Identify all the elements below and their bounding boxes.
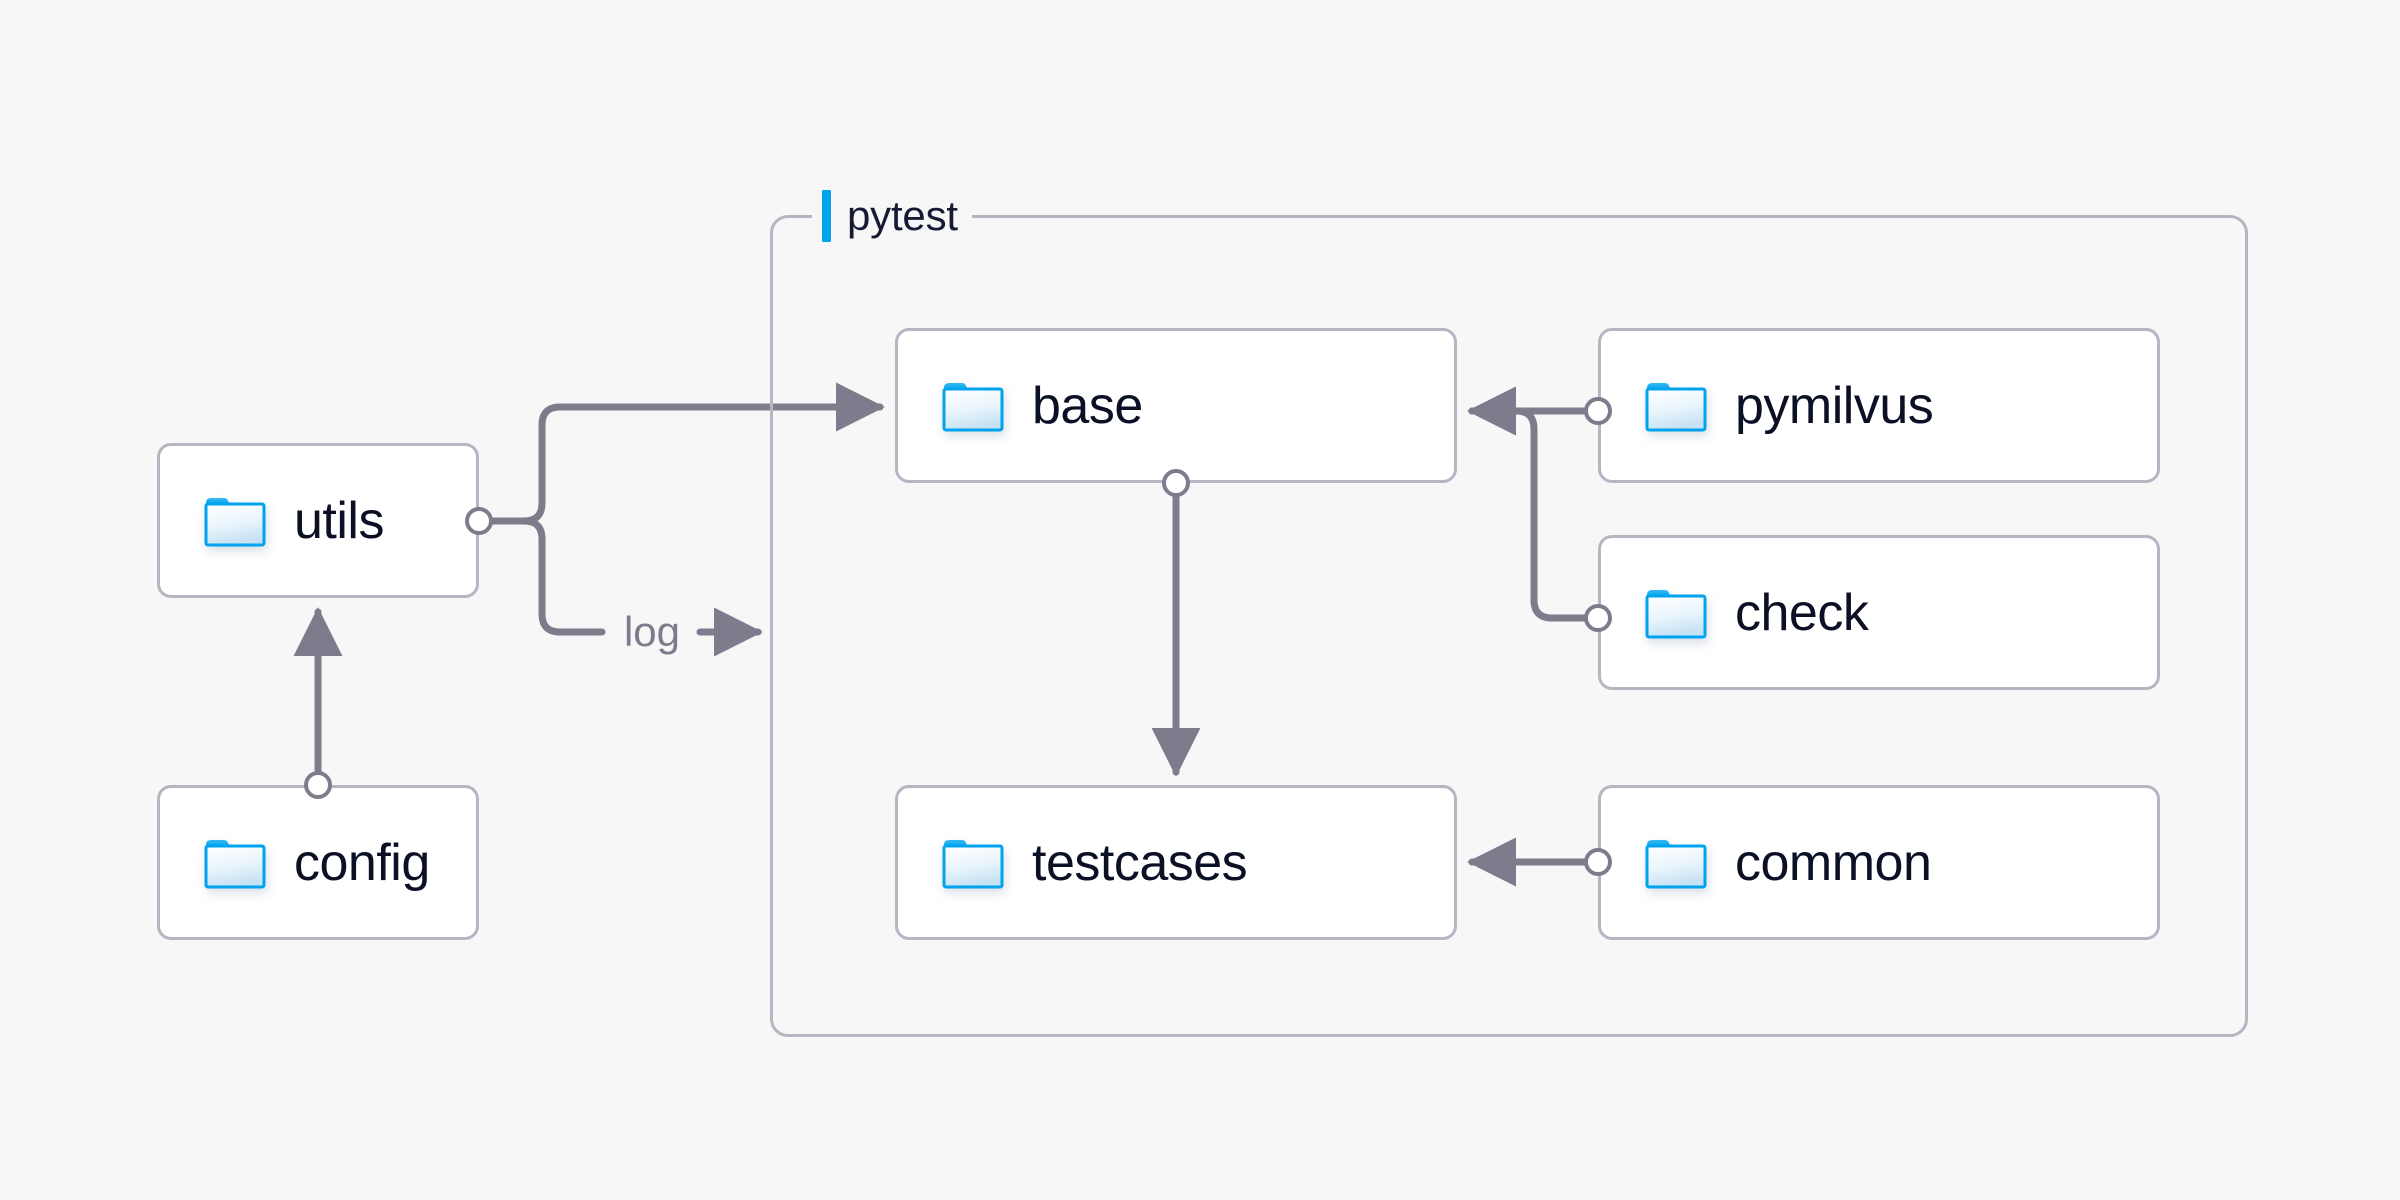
node-config[interactable]: config [157, 785, 479, 940]
node-base[interactable]: base [895, 328, 1457, 483]
group-pytest[interactable] [770, 215, 2248, 1037]
node-check-label: check [1735, 583, 1869, 642]
folder-icon [1645, 587, 1707, 639]
folder-icon [942, 380, 1004, 432]
folder-icon [942, 837, 1004, 889]
folder-icon [1645, 380, 1707, 432]
node-testcases-label: testcases [1032, 833, 1248, 892]
node-utils-label: utils [294, 491, 384, 550]
node-pymilvus-label: pymilvus [1735, 376, 1934, 435]
node-common[interactable]: common [1598, 785, 2160, 940]
group-accent-bar [822, 190, 831, 242]
node-testcases[interactable]: testcases [895, 785, 1457, 940]
node-common-label: common [1735, 833, 1932, 892]
port-check-left[interactable] [1584, 604, 1612, 632]
node-config-label: config [294, 833, 430, 892]
folder-icon [1645, 837, 1707, 889]
group-pytest-title: pytest [847, 192, 958, 239]
folder-icon [204, 837, 266, 889]
edge-utils-to-log-a [520, 517, 606, 636]
node-base-label: base [1032, 376, 1143, 435]
port-utils-right[interactable] [465, 507, 493, 535]
node-pymilvus[interactable]: pymilvus [1598, 328, 2160, 483]
port-config-top[interactable] [304, 771, 332, 799]
node-utils[interactable]: utils [157, 443, 479, 598]
port-base-bottom[interactable] [1162, 469, 1190, 497]
folder-icon [204, 495, 266, 547]
group-pytest-label: pytest [812, 188, 972, 244]
port-pymilvus-left[interactable] [1584, 397, 1612, 425]
port-common-left[interactable] [1584, 848, 1612, 876]
node-check[interactable]: check [1598, 535, 2160, 690]
edge-label-log[interactable]: log [613, 611, 691, 653]
